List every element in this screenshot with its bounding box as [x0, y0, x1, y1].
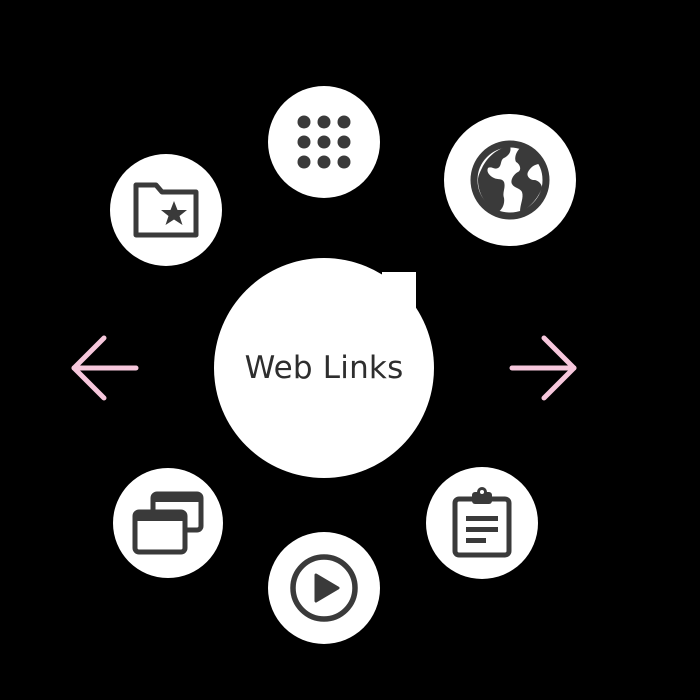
windows-button[interactable]: [113, 468, 223, 578]
globe-icon: [470, 140, 550, 220]
windows-icon: [132, 491, 204, 555]
media-button[interactable]: [268, 532, 380, 644]
arrow-left-icon: [71, 335, 139, 401]
center-circle[interactable]: Web Links: [214, 258, 434, 478]
folder-star-icon: [133, 182, 199, 238]
apps-grid-icon: [297, 115, 351, 169]
play-icon: [290, 554, 358, 622]
clipboard-icon: [452, 487, 512, 558]
menu-title: Web Links: [244, 350, 404, 386]
bookmarks-button[interactable]: [110, 154, 222, 266]
next-button[interactable]: [506, 332, 582, 404]
browser-button[interactable]: [444, 114, 576, 246]
apps-button[interactable]: [268, 86, 380, 198]
arrow-right-icon: [509, 335, 577, 401]
prev-button[interactable]: [66, 332, 142, 404]
clipboard-button[interactable]: [426, 467, 538, 579]
